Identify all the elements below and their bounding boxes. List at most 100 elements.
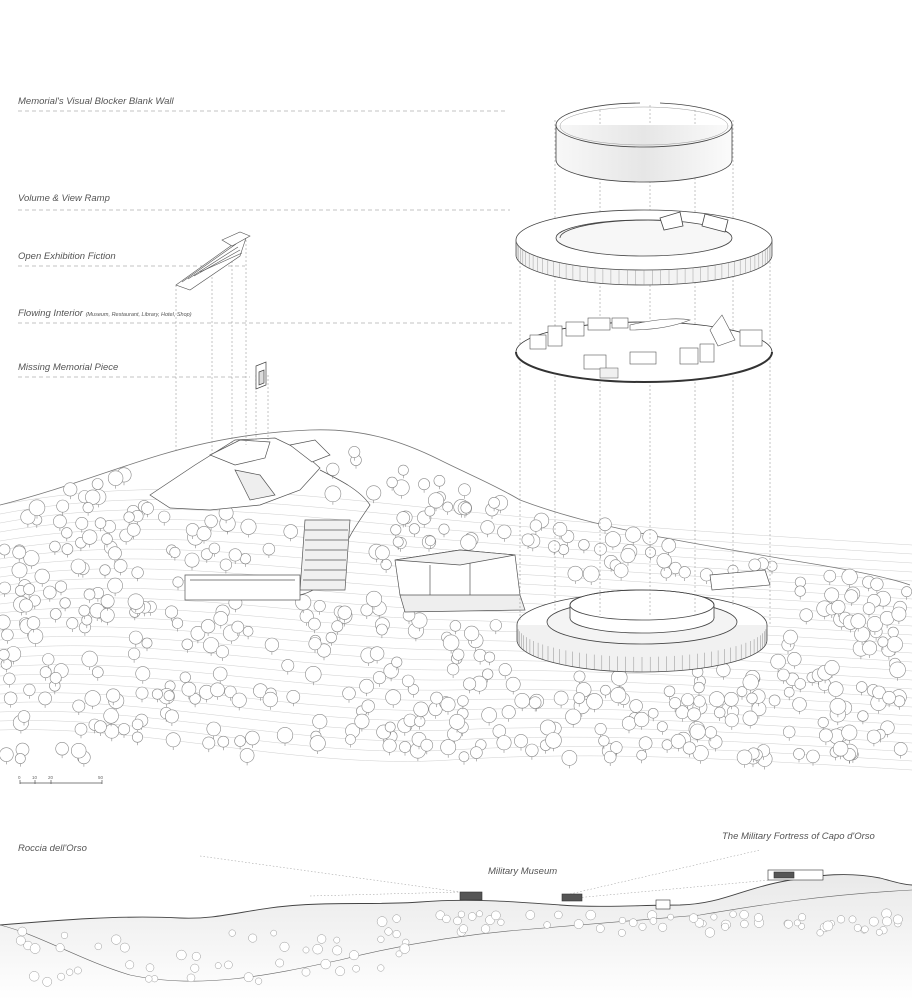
section-tree	[721, 922, 730, 931]
tree-canopy	[442, 634, 460, 651]
tree-canopy	[101, 533, 113, 545]
tree-canopy	[708, 691, 725, 708]
section-tree	[214, 962, 222, 969]
tree-canopy	[325, 631, 337, 644]
tree-canopy	[17, 710, 31, 723]
tree-canopy	[742, 710, 758, 726]
tree-canopy	[501, 705, 516, 720]
site-section	[0, 849, 912, 1000]
tree-canopy	[0, 614, 11, 630]
section-tree	[243, 972, 254, 983]
tree-canopy	[78, 604, 91, 617]
section-tree	[481, 924, 491, 934]
flowing-interior-disk	[515, 314, 773, 383]
tree-canopy	[433, 474, 446, 487]
tree-canopy	[610, 687, 627, 704]
tree-canopy	[392, 536, 404, 548]
tree-canopy	[742, 674, 759, 691]
label-flowing-interior-detail: (Museum, Restaurant, Library, Hotel, Sho…	[85, 312, 192, 318]
tree-canopy	[85, 489, 101, 505]
section-tree	[74, 966, 82, 975]
tree-canopy	[427, 492, 444, 509]
tree-canopy	[165, 605, 179, 619]
section-tree	[543, 921, 551, 929]
section-tree	[573, 919, 584, 929]
section-tree	[302, 946, 310, 954]
tree-canopy	[442, 501, 454, 513]
section-tree	[658, 922, 668, 932]
tree-canopy	[382, 738, 397, 753]
hill-silhouette	[0, 429, 911, 586]
tree-canopy	[644, 546, 656, 558]
scale-tick-0: 0	[18, 775, 21, 780]
tree-canopy	[850, 613, 866, 629]
section-tree	[497, 918, 505, 926]
tree-canopy	[831, 599, 846, 615]
tree-canopy	[204, 514, 218, 528]
tree-canopy	[418, 478, 430, 491]
contour-line	[0, 654, 912, 699]
tree-canopy	[128, 630, 143, 645]
tree-canopy	[281, 659, 295, 672]
tree-canopy	[103, 708, 119, 724]
tree-canopy	[23, 583, 35, 596]
section-tree	[442, 914, 451, 924]
section-tree	[335, 966, 345, 977]
section-tree	[270, 929, 277, 937]
tree-canopy	[484, 651, 496, 663]
tree-canopy	[384, 721, 396, 733]
tree-canopy	[11, 562, 28, 579]
tree-canopy	[447, 663, 460, 676]
section-tree	[111, 934, 122, 945]
section-tree	[848, 915, 857, 924]
tree-canopy	[131, 718, 144, 731]
tree-canopy	[217, 735, 230, 748]
tree-canopy	[59, 597, 71, 609]
section-tree	[377, 964, 385, 972]
tree-canopy	[1, 628, 14, 642]
tree-canopy	[638, 736, 653, 751]
label-flowing-interior-title: Flowing Interior	[18, 308, 83, 319]
section-tree	[125, 960, 135, 970]
tree-canopy	[777, 668, 790, 682]
tree-canopy	[841, 724, 858, 741]
section-tree	[29, 971, 40, 982]
tree-canopy	[19, 598, 33, 613]
tree-canopy	[567, 565, 583, 582]
section-tree	[224, 960, 233, 970]
tree-canopy	[600, 684, 611, 696]
tree-canopy	[480, 520, 495, 535]
tree-canopy	[661, 538, 676, 553]
tree-canopy	[430, 691, 443, 705]
tree-canopy	[54, 580, 67, 593]
tree-canopy	[545, 732, 562, 749]
label-flowing-interior: Flowing Interior (Museum, Restaurant, Li…	[18, 309, 192, 319]
tree-canopy	[189, 693, 201, 705]
blank-wall-cylinder	[555, 102, 733, 183]
tree-canopy	[385, 689, 402, 706]
tree-canopy	[824, 587, 840, 603]
tree-canopy	[12, 545, 27, 560]
tree-canopy	[488, 496, 500, 509]
tree-canopy	[682, 741, 696, 755]
tree-canopy	[39, 666, 52, 679]
tree-canopy	[108, 546, 122, 561]
tree-canopy	[70, 742, 87, 759]
tree-canopy	[61, 527, 73, 539]
tree-canopy	[0, 747, 14, 762]
tree-canopy	[94, 517, 107, 529]
section-tree	[60, 931, 69, 939]
tree-canopy	[169, 546, 181, 558]
tree-canopy	[131, 566, 144, 579]
tree-canopy	[647, 707, 659, 719]
tree-canopy	[824, 660, 840, 676]
tree-canopy	[482, 668, 494, 680]
scale-bar	[19, 780, 103, 784]
tree-canopy	[181, 681, 197, 697]
fortress-building	[149, 437, 371, 596]
tree-canopy	[196, 526, 212, 541]
tree-canopy	[361, 699, 375, 713]
section-tree	[618, 916, 626, 925]
tree-canopy	[613, 563, 629, 578]
